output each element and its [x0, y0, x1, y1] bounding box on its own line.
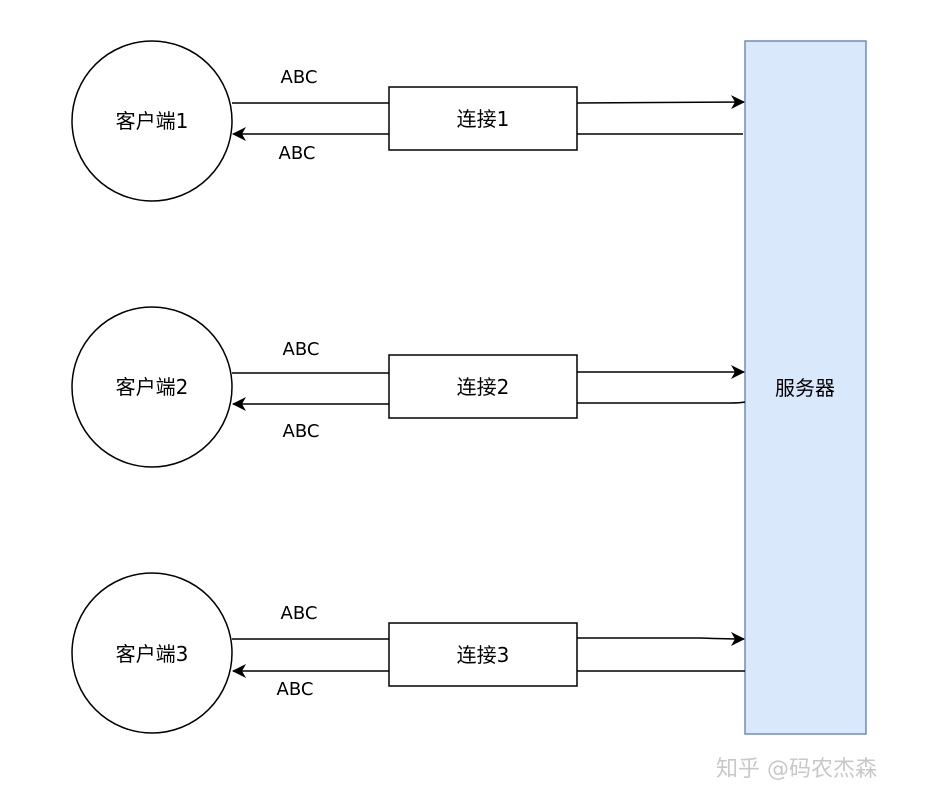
row-1: 客户端1 连接1 ABC ABC — [71, 40, 745, 202]
connection-2-node — [388, 354, 578, 419]
client-3-label: 客户端3 — [116, 642, 189, 666]
server-label: 服务器 — [775, 376, 835, 400]
server-node: 服务器 — [744, 40, 867, 735]
client-1-label: 客户端1 — [116, 109, 189, 133]
edge-label-3-top: ABC — [281, 603, 318, 624]
edge-label-1-top: ABC — [281, 67, 318, 88]
edge-label-2-top: ABC — [283, 339, 320, 360]
client-2-node — [71, 306, 233, 468]
connection-1-label: 连接1 — [457, 107, 510, 131]
edge-label-2-bottom: ABC — [283, 421, 320, 442]
connection-3-node — [388, 622, 578, 687]
watermark-text: 知乎 @码农杰森 — [716, 757, 877, 782]
edge-label-3-bottom: ABC — [277, 679, 314, 700]
row-2: 客户端2 连接2 ABC ABC — [71, 306, 746, 468]
connection-2-label: 连接2 — [457, 375, 510, 399]
server-box — [744, 40, 867, 735]
row-3: 客户端3 连接3 ABC ABC — [71, 572, 745, 734]
client-2-label: 客户端2 — [116, 375, 189, 399]
edge-connection-3-to-server — [577, 631, 745, 646]
edge-label-1-bottom: ABC — [279, 143, 316, 164]
client-1-node — [71, 40, 233, 202]
connection-3-label: 连接3 — [457, 643, 510, 667]
client-3-node — [71, 572, 233, 734]
edge-server-to-connection-2 — [577, 401, 746, 404]
connection-1-node — [388, 86, 578, 151]
edge-connection-1-to-server — [576, 95, 745, 110]
